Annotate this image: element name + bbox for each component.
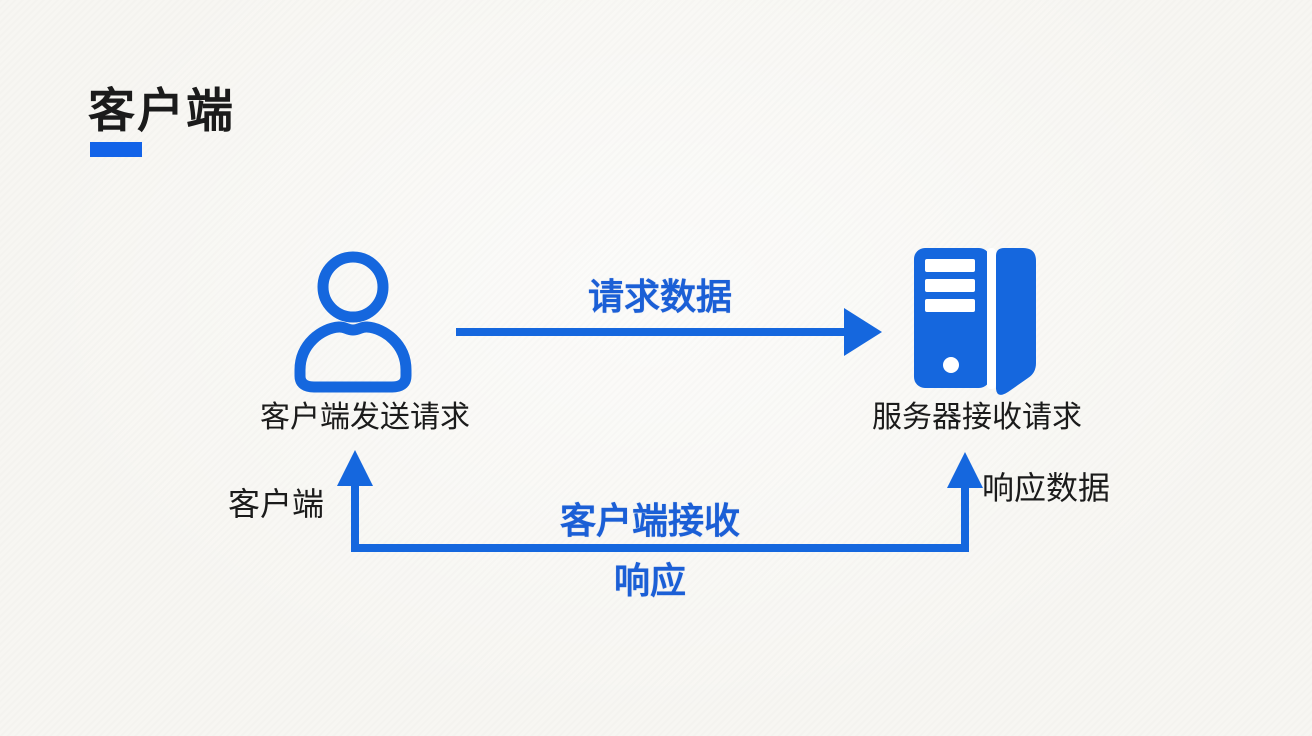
response-data-label: 响应数据: [982, 470, 1111, 506]
request-arrow: [456, 306, 884, 358]
server-caption: 服务器接收请求: [872, 401, 1082, 434]
server-icon: [912, 246, 1040, 398]
response-client-label: 客户端: [228, 486, 325, 522]
client-caption: 客户端发送请求: [260, 401, 470, 434]
title-underline-bar: [90, 142, 142, 157]
page-title: 客户端: [88, 84, 235, 138]
request-arrow-label: 请求数据: [587, 276, 732, 317]
response-center-label-line2: 响应: [613, 560, 686, 601]
person-icon: [289, 246, 419, 396]
response-center-label-line1: 客户端接收: [559, 500, 740, 541]
response-path-arrow: [328, 446, 998, 564]
